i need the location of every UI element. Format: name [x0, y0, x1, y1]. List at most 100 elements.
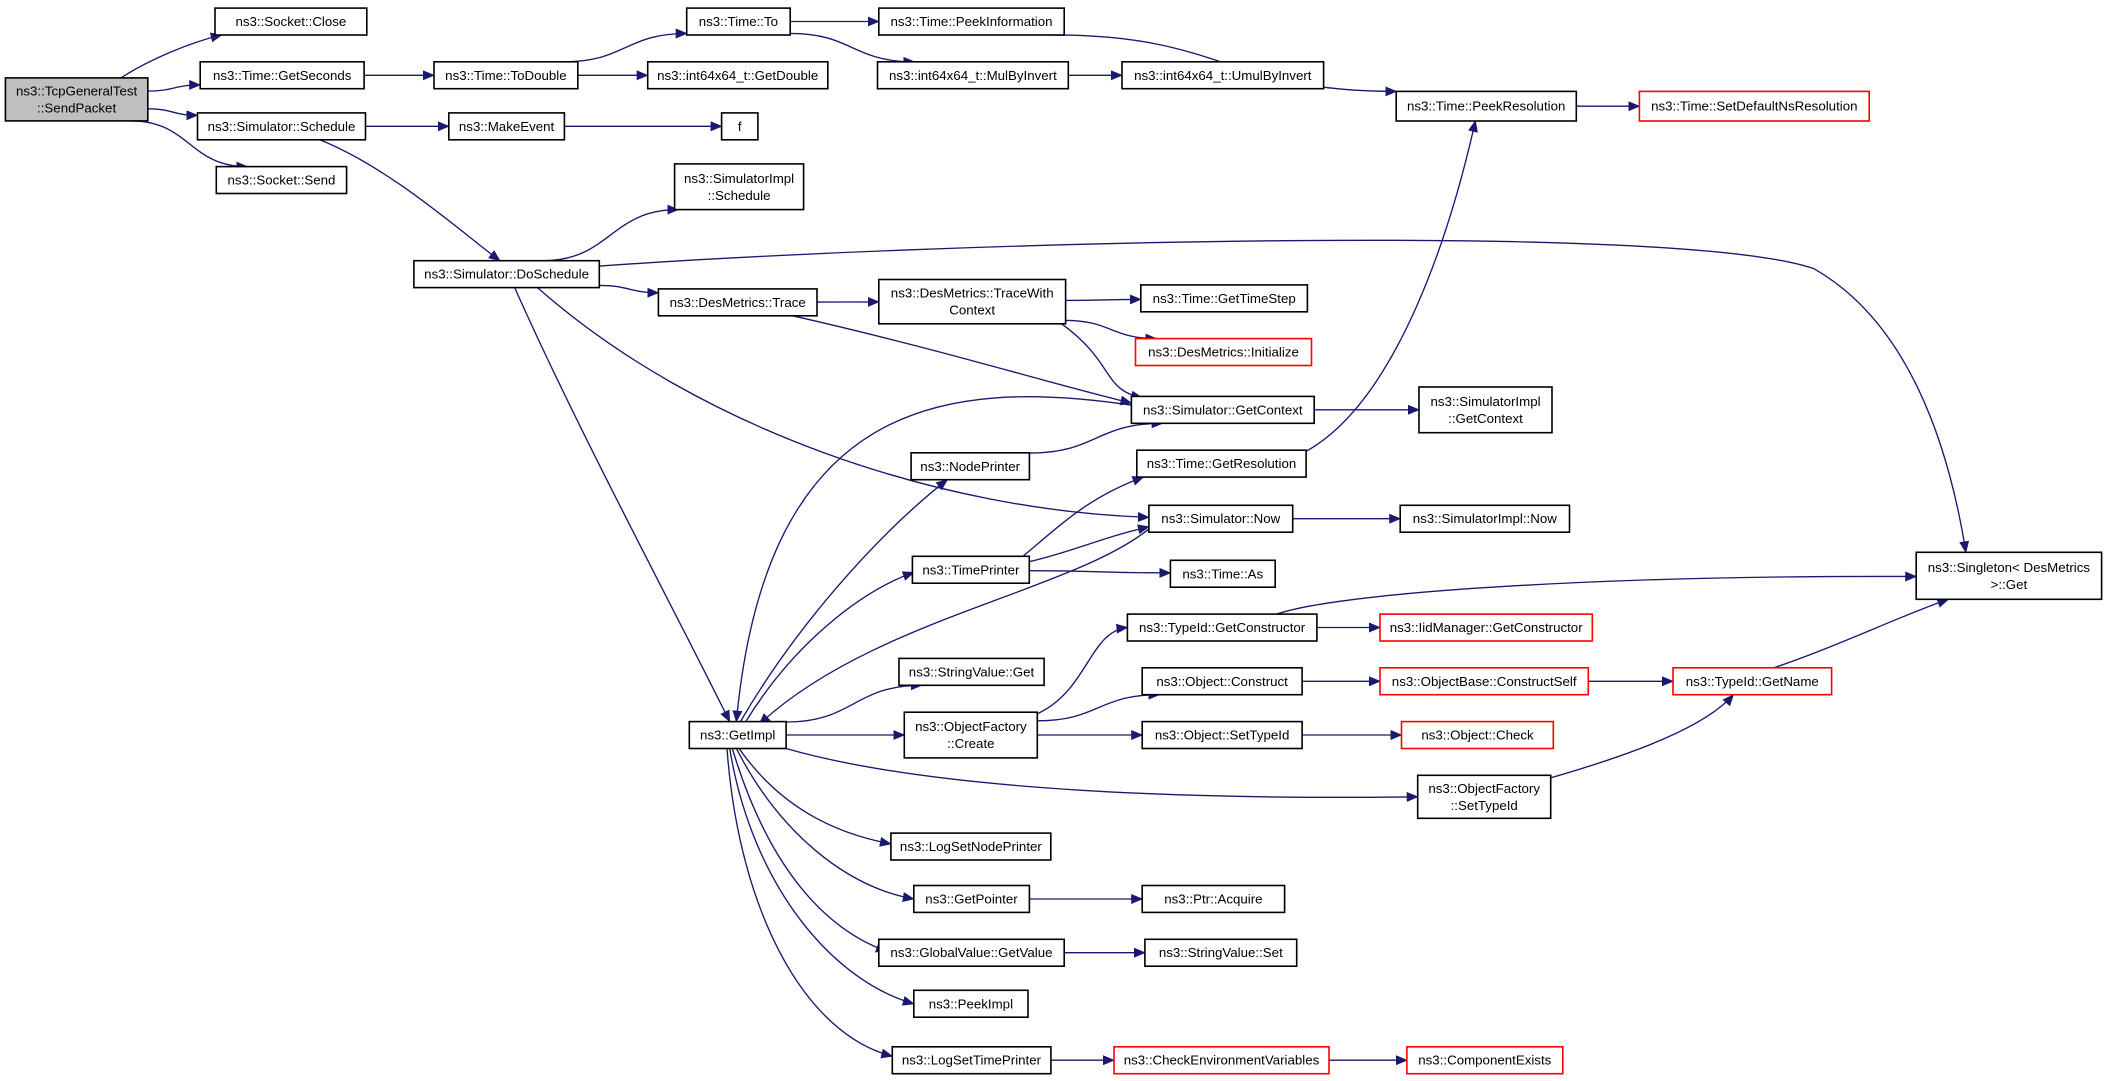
node-box — [911, 555, 1031, 584]
node-globalvalue-getvalue[interactable]: ns3::GlobalValue::GetValue — [877, 938, 1065, 967]
node-box — [912, 884, 1031, 914]
node-label: ns3::Simulator::Schedule — [208, 119, 356, 134]
node-int-mulbyinvert[interactable]: ns3::int64x64_t::MulByInvert — [876, 60, 1070, 90]
edge-root-to-sim_schedule — [147, 108, 199, 121]
edge-objfactory_settypeid-to-typeid_getname — [1545, 693, 1735, 781]
node-box — [1130, 395, 1316, 425]
node-time-getseconds[interactable]: ns3::Time::GetSeconds — [199, 60, 365, 90]
node-int-getdouble[interactable]: ns3::int64x64_t::GetDouble — [646, 60, 829, 90]
node-label: ns3::Time::SetDefaultNsResolution — [1651, 99, 1857, 114]
node-box — [4, 77, 149, 122]
node-time-todouble[interactable]: ns3::Time::ToDouble — [433, 60, 579, 90]
edge-root-to-socket_send — [131, 120, 249, 172]
node-label: >::Get — [1991, 577, 2028, 592]
node-object-construct[interactable]: ns3::Object::Construct — [1141, 666, 1303, 696]
node-time-gettimestep[interactable]: ns3::Time::GetTimeStep — [1140, 284, 1309, 313]
edge-timeprinter-to-sim_now — [1029, 524, 1150, 563]
node-label: ns3::Time::ToDouble — [445, 68, 566, 83]
node-label: ns3::DesMetrics::Initialize — [1148, 345, 1299, 360]
node-ptr-acquire[interactable]: ns3::Ptr::Acquire — [1141, 884, 1286, 914]
node-box — [1399, 504, 1571, 533]
node-simimpl-now[interactable]: ns3::SimulatorImpl::Now — [1399, 504, 1571, 533]
node-stringvalue-set[interactable]: ns3::StringValue::Set — [1144, 938, 1298, 967]
node-sim-doschedule[interactable]: ns3::Simulator::DoSchedule — [413, 259, 601, 289]
edge-getimpl-to-getpointer — [735, 748, 915, 902]
node-checkenv[interactable]: ns3::CheckEnvironmentVariables — [1113, 1046, 1330, 1075]
node-label: ::SendPacket — [37, 100, 116, 115]
node-socket-close[interactable]: ns3::Socket::Close — [214, 7, 368, 36]
node-label: ns3::Object::SetTypeId — [1155, 728, 1290, 743]
node-timeprinter[interactable]: ns3::TimePrinter — [911, 555, 1031, 584]
node-box — [912, 989, 1029, 1018]
node-time-as[interactable]: ns3::Time::As — [1169, 559, 1277, 588]
node-object-settypeid[interactable]: ns3::Object::SetTypeId — [1141, 720, 1303, 750]
node-box — [1418, 386, 1553, 434]
node-logsetnodeprinter[interactable]: ns3::LogSetNodePrinter — [890, 832, 1052, 861]
node-box — [199, 60, 365, 90]
node-box — [1126, 613, 1318, 642]
node-des-trace[interactable]: ns3::DesMetrics::Trace — [657, 288, 818, 317]
node-box — [657, 288, 818, 317]
node-label: ns3::int64x64_t::MulByInvert — [889, 68, 1057, 83]
node-time-peekres[interactable]: ns3::Time::PeekResolution — [1395, 90, 1578, 122]
edge-sim_now-to-getimpl — [758, 526, 1153, 725]
node-singleton-get[interactable]: ns3::Singleton< DesMetrics>::Get — [1915, 551, 2103, 601]
node-box — [685, 7, 792, 36]
node-label: ::GetContext — [1448, 411, 1523, 426]
node-des-initialize[interactable]: ns3::DesMetrics::Initialize — [1134, 337, 1313, 367]
node-makeevent[interactable]: ns3::MakeEvent — [447, 112, 566, 141]
node-f[interactable]: f — [720, 112, 759, 141]
edge-des_tracewith-to-time_gettimestep — [1065, 294, 1142, 305]
node-box — [1134, 337, 1313, 367]
node-object-check[interactable]: ns3::Object::Check — [1400, 720, 1555, 750]
node-time-getres[interactable]: ns3::Time::GetResolution — [1136, 449, 1307, 478]
edge-timeprinter-to-time_as — [1029, 567, 1172, 578]
node-socket-send[interactable]: ns3::Socket::Send — [215, 165, 348, 195]
node-logsettimeprinter[interactable]: ns3::LogSetTimePrinter — [891, 1046, 1052, 1075]
node-sim-now[interactable]: ns3::Simulator::Now — [1148, 504, 1294, 533]
node-label: ns3::TimePrinter — [922, 562, 1020, 577]
node-label: ns3::SimulatorImpl::Now — [1413, 511, 1557, 526]
edge-getimpl-to-objfactory_settypeid — [785, 747, 1419, 802]
node-sim-getcontext[interactable]: ns3::Simulator::GetContext — [1130, 395, 1316, 425]
node-box — [1141, 666, 1303, 696]
node-simimpl-getcontext[interactable]: ns3::SimulatorImpl::GetContext — [1418, 386, 1553, 434]
edge-time_to-to-int_mulbyinvert — [790, 32, 916, 67]
node-objbase-constructself[interactable]: ns3::ObjectBase::ConstructSelf — [1379, 666, 1590, 696]
node-label: ns3::Time::As — [1182, 566, 1263, 581]
node-time-to[interactable]: ns3::Time::To — [685, 7, 792, 36]
node-box — [720, 112, 759, 141]
node-getpointer[interactable]: ns3::GetPointer — [912, 884, 1031, 914]
node-objfactory-create[interactable]: ns3::ObjectFactory::Create — [903, 711, 1039, 759]
node-typeid-getctor[interactable]: ns3::TypeId::GetConstructor — [1126, 613, 1318, 642]
node-box — [413, 259, 601, 289]
node-label: ns3::LogSetNodePrinter — [900, 839, 1042, 854]
node-box — [891, 1046, 1052, 1075]
node-sim-schedule[interactable]: ns3::Simulator::Schedule — [196, 112, 367, 141]
node-label: ::Schedule — [708, 188, 771, 203]
edge-des_tracewith-to-des_initialize — [1065, 319, 1158, 344]
node-objfactory-settypeid[interactable]: ns3::ObjectFactory::SetTypeId — [1416, 774, 1552, 820]
node-peekimpl[interactable]: ns3::PeekImpl — [912, 989, 1029, 1018]
node-label: ns3::GlobalValue::GetValue — [890, 945, 1052, 960]
node-int-umulbyinvert[interactable]: ns3::int64x64_t::UmulByInvert — [1121, 60, 1325, 90]
node-time-setdefault[interactable]: ns3::Time::SetDefaultNsResolution — [1638, 90, 1871, 122]
node-label: ns3::Time::To — [699, 14, 778, 29]
node-label: ns3::GetPointer — [925, 892, 1018, 907]
node-simimpl-schedule[interactable]: ns3::SimulatorImpl::Schedule — [673, 163, 805, 211]
edge-root-to-socket_close — [120, 32, 223, 79]
node-label: ns3::int64x64_t::UmulByInvert — [1134, 68, 1312, 83]
node-label: ns3::Time::PeekResolution — [1407, 99, 1565, 114]
node-box — [1672, 666, 1833, 696]
node-box — [890, 832, 1052, 861]
node-iidmgr-getctor[interactable]: ns3::IidManager::GetConstructor — [1379, 613, 1594, 642]
node-componentexists[interactable]: ns3::ComponentExists — [1406, 1046, 1564, 1075]
node-stringvalue-get[interactable]: ns3::StringValue::Get — [898, 657, 1045, 687]
node-typeid-getname[interactable]: ns3::TypeId::GetName — [1672, 666, 1833, 696]
node-label: ns3::StringValue::Get — [909, 664, 1035, 679]
node-getimpl[interactable]: ns3::GetImpl — [688, 720, 787, 750]
node-time-peekinfo[interactable]: ns3::Time::PeekInformation — [877, 7, 1065, 36]
node-nodeprinter[interactable]: ns3::NodePrinter — [910, 451, 1031, 481]
node-label: ns3::CheckEnvironmentVariables — [1124, 1053, 1320, 1068]
